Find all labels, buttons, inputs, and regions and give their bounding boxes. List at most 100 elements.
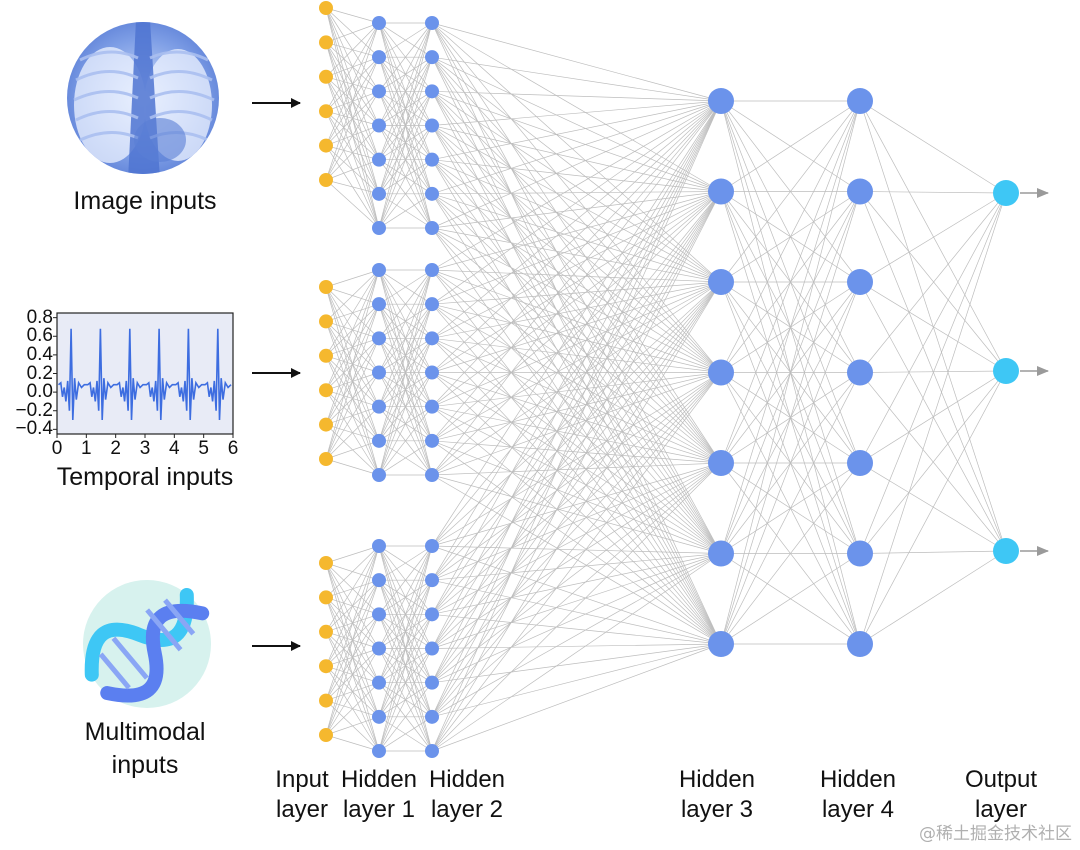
connection-line [431,100,722,752]
connection-line [431,125,722,554]
connection-line [431,372,722,752]
hidden2-node [425,186,439,201]
hidden4-node [847,88,873,114]
ecg-x-tick-label: 2 [110,438,121,459]
connection-line [859,370,1007,373]
hidden1-node [372,468,386,482]
hidden2-node [425,331,439,346]
layer-label-line2: layer 2 [430,796,504,823]
connection-line [720,100,861,554]
connection-line [859,370,1007,464]
layer-label-hidden1: Hidden layer 1 [337,765,421,825]
connection-line [431,372,722,615]
connection-line [431,303,722,373]
connection-line [325,734,380,752]
hidden1-node [372,331,386,346]
hidden1-node [372,365,386,380]
connection-line [720,100,861,464]
connection-line [325,22,380,43]
input-node [319,659,333,674]
temporal-inputs-label: Temporal inputs [56,463,234,491]
connection-line [431,440,722,645]
hidden2-node [425,399,439,414]
connection-line [720,462,861,645]
layer-label-line2: layer [275,796,329,823]
connection-line [431,100,722,442]
connection-line [378,372,433,476]
connection-line [859,192,1007,645]
hidden2-node [425,50,439,65]
ecg-signal-plot-icon [53,312,234,438]
connection-line [378,269,433,407]
ecg-x-tick-label: 0 [51,438,63,459]
connection-line [431,100,722,615]
connection-line [325,304,380,460]
connection-line [431,269,722,373]
connection-line [378,22,433,160]
connection-line [431,125,722,645]
connection-line [325,716,380,736]
ecg-y-tick-label: 0.8 [26,306,53,328]
connection-line [378,22,433,58]
connection-line [431,372,722,683]
input-node [319,590,333,605]
connection-line [431,100,722,195]
connection-line [378,159,433,229]
connection-line [720,553,861,645]
hidden2-node [425,641,439,656]
connection-line [859,370,1007,645]
input-node [319,104,333,119]
connection-line [431,100,722,649]
connection-line [431,338,722,645]
ecg-x-tick-label: 5 [198,438,209,459]
connection-line [431,193,722,283]
input-node [319,693,333,708]
hidden1-node [372,607,386,622]
connection-line [378,22,433,229]
connection-line [431,191,722,547]
connection-line [378,440,433,476]
connection-line [431,191,722,407]
layer-label-line1: Output [964,766,1038,793]
connection-line [859,191,1007,552]
layer-label-line2: layer [974,796,1028,823]
connection-line [431,643,722,752]
hidden2-node [425,16,439,30]
connection-line [431,406,722,554]
connection-line [378,614,433,752]
ecg-x-tick-label: 6 [227,438,239,459]
connection-line [431,303,722,464]
layer-label-line2: layer 3 [680,796,754,823]
connection-line [378,545,433,649]
connection-line [431,281,722,339]
connection-line [859,191,1007,194]
connection-line [325,22,380,181]
connection-line [431,338,722,554]
hidden4-node [847,269,873,295]
connection-line [431,337,722,373]
hidden2-node [425,468,439,482]
input-node [319,556,333,570]
connection-line [431,372,722,645]
connection-line [378,545,433,615]
connection-line [378,545,433,717]
connection-line [325,91,380,181]
connection-line [431,281,722,442]
connection-line [859,370,1007,554]
connection-line [859,100,1007,194]
connection-line [720,281,861,645]
connection-line [720,100,861,645]
hidden3-node [708,269,734,295]
connection-line [431,553,722,615]
connection-line [431,462,722,718]
hidden3-node [708,178,734,205]
hidden2-node [425,744,439,758]
connection-line [325,406,380,460]
hidden2-node [425,433,439,448]
hidden1-node [372,675,386,690]
connection-line [859,192,1007,464]
chest-xray-icon [67,22,219,174]
connection-line [431,281,722,407]
ecg-y-tick-label: −0.2 [15,399,53,421]
input-node [319,452,333,466]
